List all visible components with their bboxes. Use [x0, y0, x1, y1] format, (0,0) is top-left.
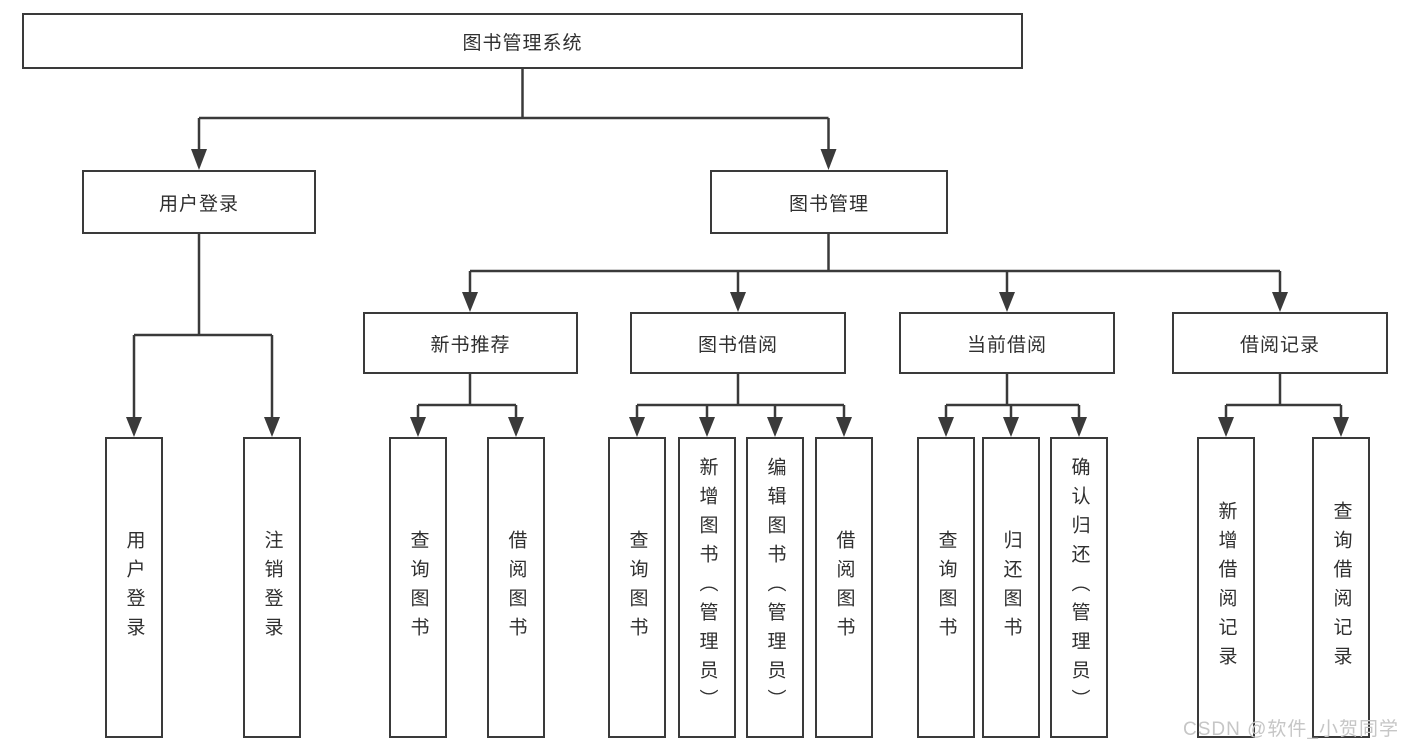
leaf-current-confirm-return: 确认归还（管理员）	[1050, 437, 1108, 738]
leaf-current-return-book: 归还图书	[982, 437, 1040, 738]
leaf-borrowing-query-book: 查询图书	[608, 437, 666, 738]
leaf-recommend-query-book: 查询图书	[389, 437, 447, 738]
leaf-records-query-record: 查询借阅记录	[1312, 437, 1370, 738]
leaf-borrowing-query-book-label: 查询图书	[626, 529, 648, 646]
leaf-recommend-query-book-label: 查询图书	[407, 529, 429, 646]
watermark: CSDN @软件_小贺同学	[1183, 719, 1399, 740]
leaf-recommend-borrow-book: 借阅图书	[487, 437, 545, 738]
leaf-logout-label: 注销登录	[261, 529, 283, 646]
node-new-book-recommend: 新书推荐	[363, 312, 578, 374]
node-user-login: 用户登录	[82, 170, 316, 234]
leaf-borrowing-add-book: 新增图书（管理员）	[678, 437, 736, 738]
leaf-login-label: 用户登录	[123, 529, 145, 646]
connector-segments	[132, 69, 1343, 419]
leaf-borrowing-edit-book: 编辑图书（管理员）	[746, 437, 804, 738]
leaf-borrowing-borrow-book-label: 借阅图书	[833, 529, 855, 646]
leaf-records-add-record-label: 新增借阅记录	[1215, 500, 1237, 675]
node-current-borrowing: 当前借阅	[899, 312, 1115, 374]
leaf-borrowing-add-book-label: 新增图书（管理员）	[696, 457, 718, 718]
node-root: 图书管理系统	[22, 13, 1023, 69]
leaf-current-query-book-label: 查询图书	[935, 529, 957, 646]
leaf-current-query-book: 查询图书	[917, 437, 975, 738]
leaf-login: 用户登录	[105, 437, 163, 738]
node-book-management: 图书管理	[710, 170, 948, 234]
node-borrowing-records: 借阅记录	[1172, 312, 1388, 374]
leaf-borrowing-edit-book-label: 编辑图书（管理员）	[764, 457, 786, 718]
leaf-current-confirm-return-label: 确认归还（管理员）	[1068, 457, 1090, 718]
leaf-borrowing-borrow-book: 借阅图书	[815, 437, 873, 738]
leaf-records-query-record-label: 查询借阅记录	[1330, 500, 1352, 675]
node-book-borrowing: 图书借阅	[630, 312, 846, 374]
leaf-logout: 注销登录	[243, 437, 301, 738]
leaf-recommend-borrow-book-label: 借阅图书	[505, 529, 527, 646]
leaf-records-add-record: 新增借阅记录	[1197, 437, 1255, 738]
leaf-current-return-book-label: 归还图书	[1000, 529, 1022, 646]
arrowhead-icons	[126, 149, 1349, 437]
